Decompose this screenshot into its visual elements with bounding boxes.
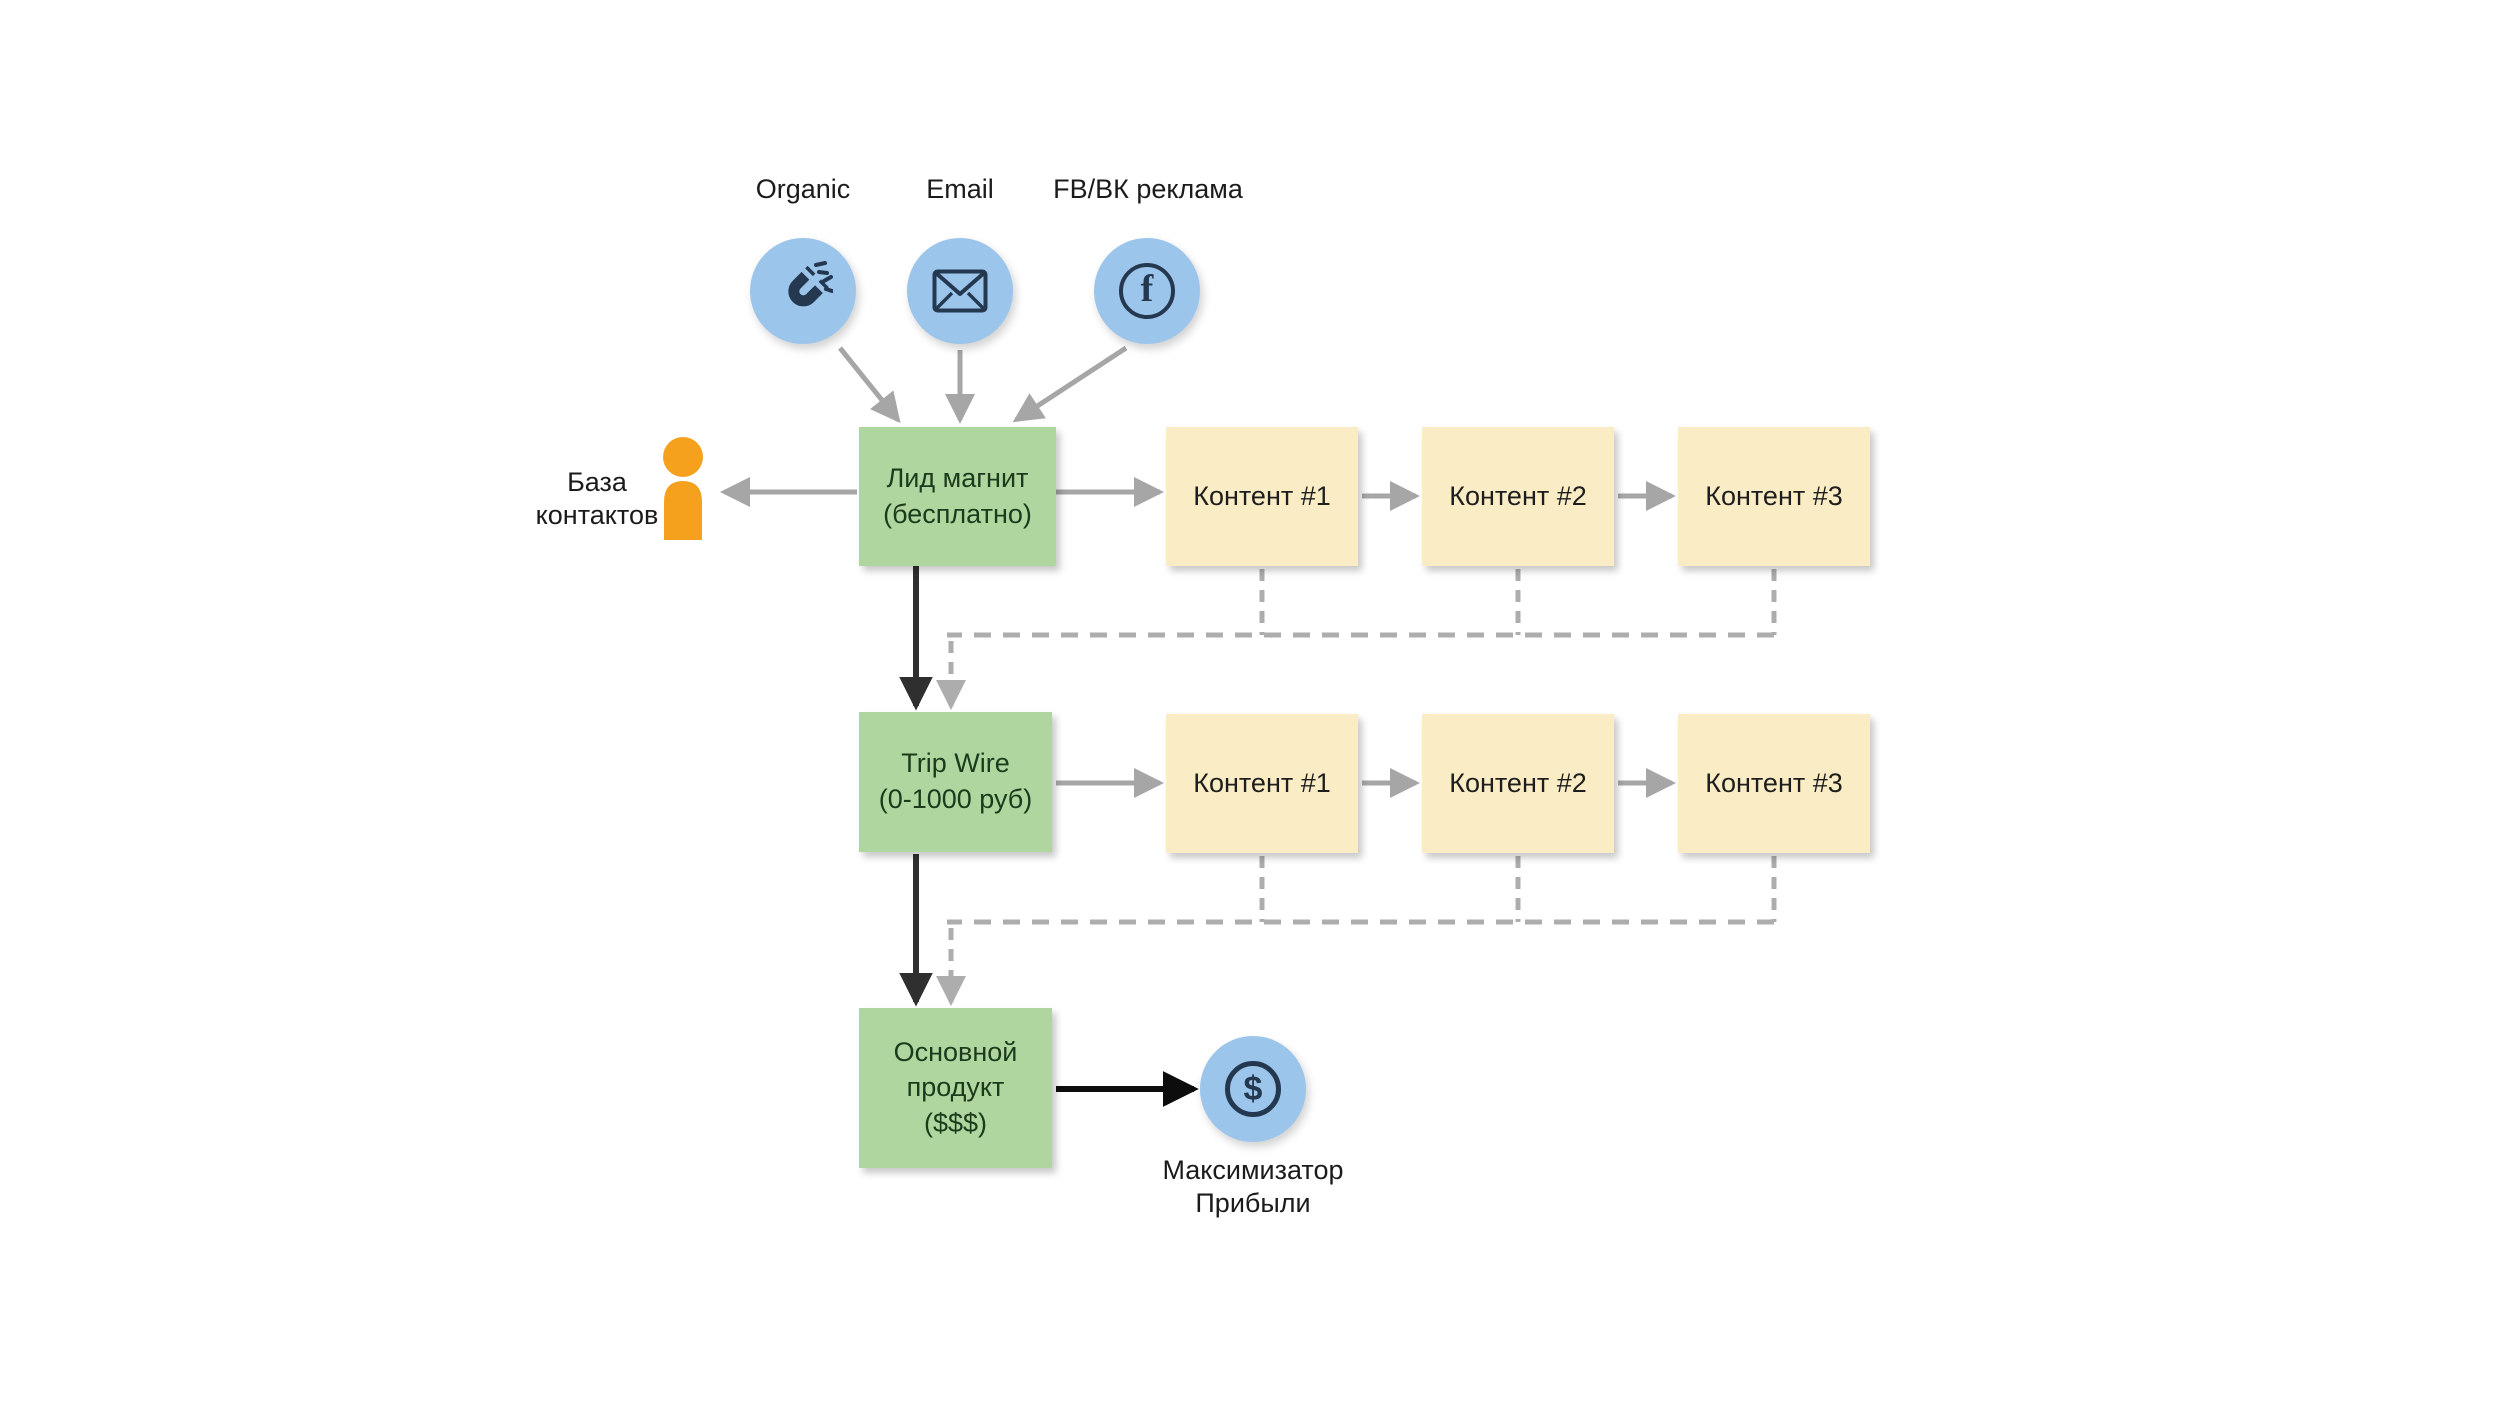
node-content2-top: Контент #2	[1422, 427, 1614, 566]
dollar-glyph: $	[1243, 1069, 1263, 1108]
node-content3-top: Контент #3	[1678, 427, 1870, 566]
source-node-organic	[750, 238, 856, 344]
source-node-email	[907, 238, 1013, 344]
source-label-organic: Organic	[755, 174, 851, 204]
source-label-fb-vk: FB/ВК реклама	[1053, 174, 1243, 204]
envelope-icon	[932, 269, 988, 313]
node-lead-magnet: Лид магнит (бесплатно)	[859, 427, 1056, 566]
node-trip-wire: Trip Wire (0-1000 руб)	[859, 712, 1052, 852]
arrow-organic-to-lead-magnet	[838, 346, 901, 424]
source-node-fb-vk: f	[1094, 238, 1200, 344]
profit-maximizer-label: Максимизатор Прибыли	[1162, 1155, 1344, 1218]
facebook-glyph: f	[1140, 268, 1154, 310]
dollar-icon: $	[1225, 1061, 1281, 1117]
person-icon	[663, 437, 703, 540]
node-main-product: Основной продукт ($$$)	[859, 1008, 1052, 1168]
source-label-email: Email	[926, 174, 994, 204]
node-content3-mid: Контент #3	[1678, 714, 1870, 853]
facebook-icon: f	[1119, 263, 1175, 319]
node-content2-mid: Контент #2	[1422, 714, 1614, 853]
node-profit-maximizer: $	[1200, 1036, 1306, 1142]
node-content1-mid: Контент #1	[1166, 714, 1358, 853]
magnet-icon	[788, 261, 833, 307]
contacts-db-label: База контактов	[535, 467, 659, 530]
node-content1-top: Контент #1	[1166, 427, 1358, 566]
arrow-fb-to-lead-magnet	[1012, 345, 1128, 423]
